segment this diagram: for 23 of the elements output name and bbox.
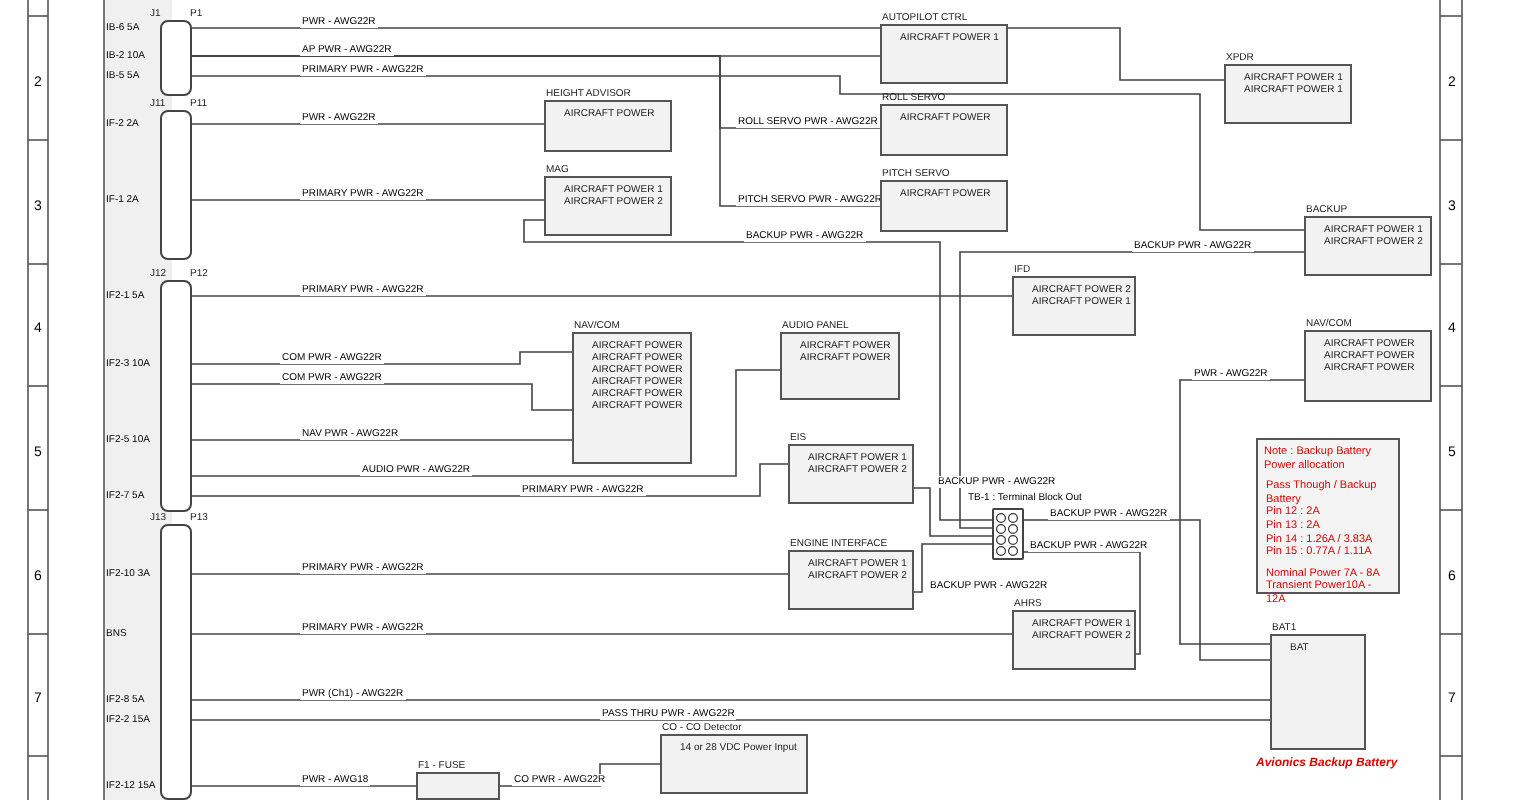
wire [191,369,781,477]
wire [191,699,1271,701]
wire [191,439,573,441]
wire [191,351,573,365]
wire [191,199,545,201]
wire [523,219,993,521]
wire [191,295,1013,297]
wire [191,719,1271,721]
wire [1179,379,1305,645]
wire [191,123,545,125]
wire [1023,551,1141,655]
wire [191,463,789,497]
wire [499,763,661,787]
wire [191,383,573,411]
wire [191,573,789,575]
wire [191,633,1013,635]
wire [913,487,993,537]
wire [913,543,993,593]
wire [1023,519,1271,661]
wire [191,75,1305,231]
wire [191,55,881,207]
wire [959,251,1305,529]
wire [191,785,417,787]
